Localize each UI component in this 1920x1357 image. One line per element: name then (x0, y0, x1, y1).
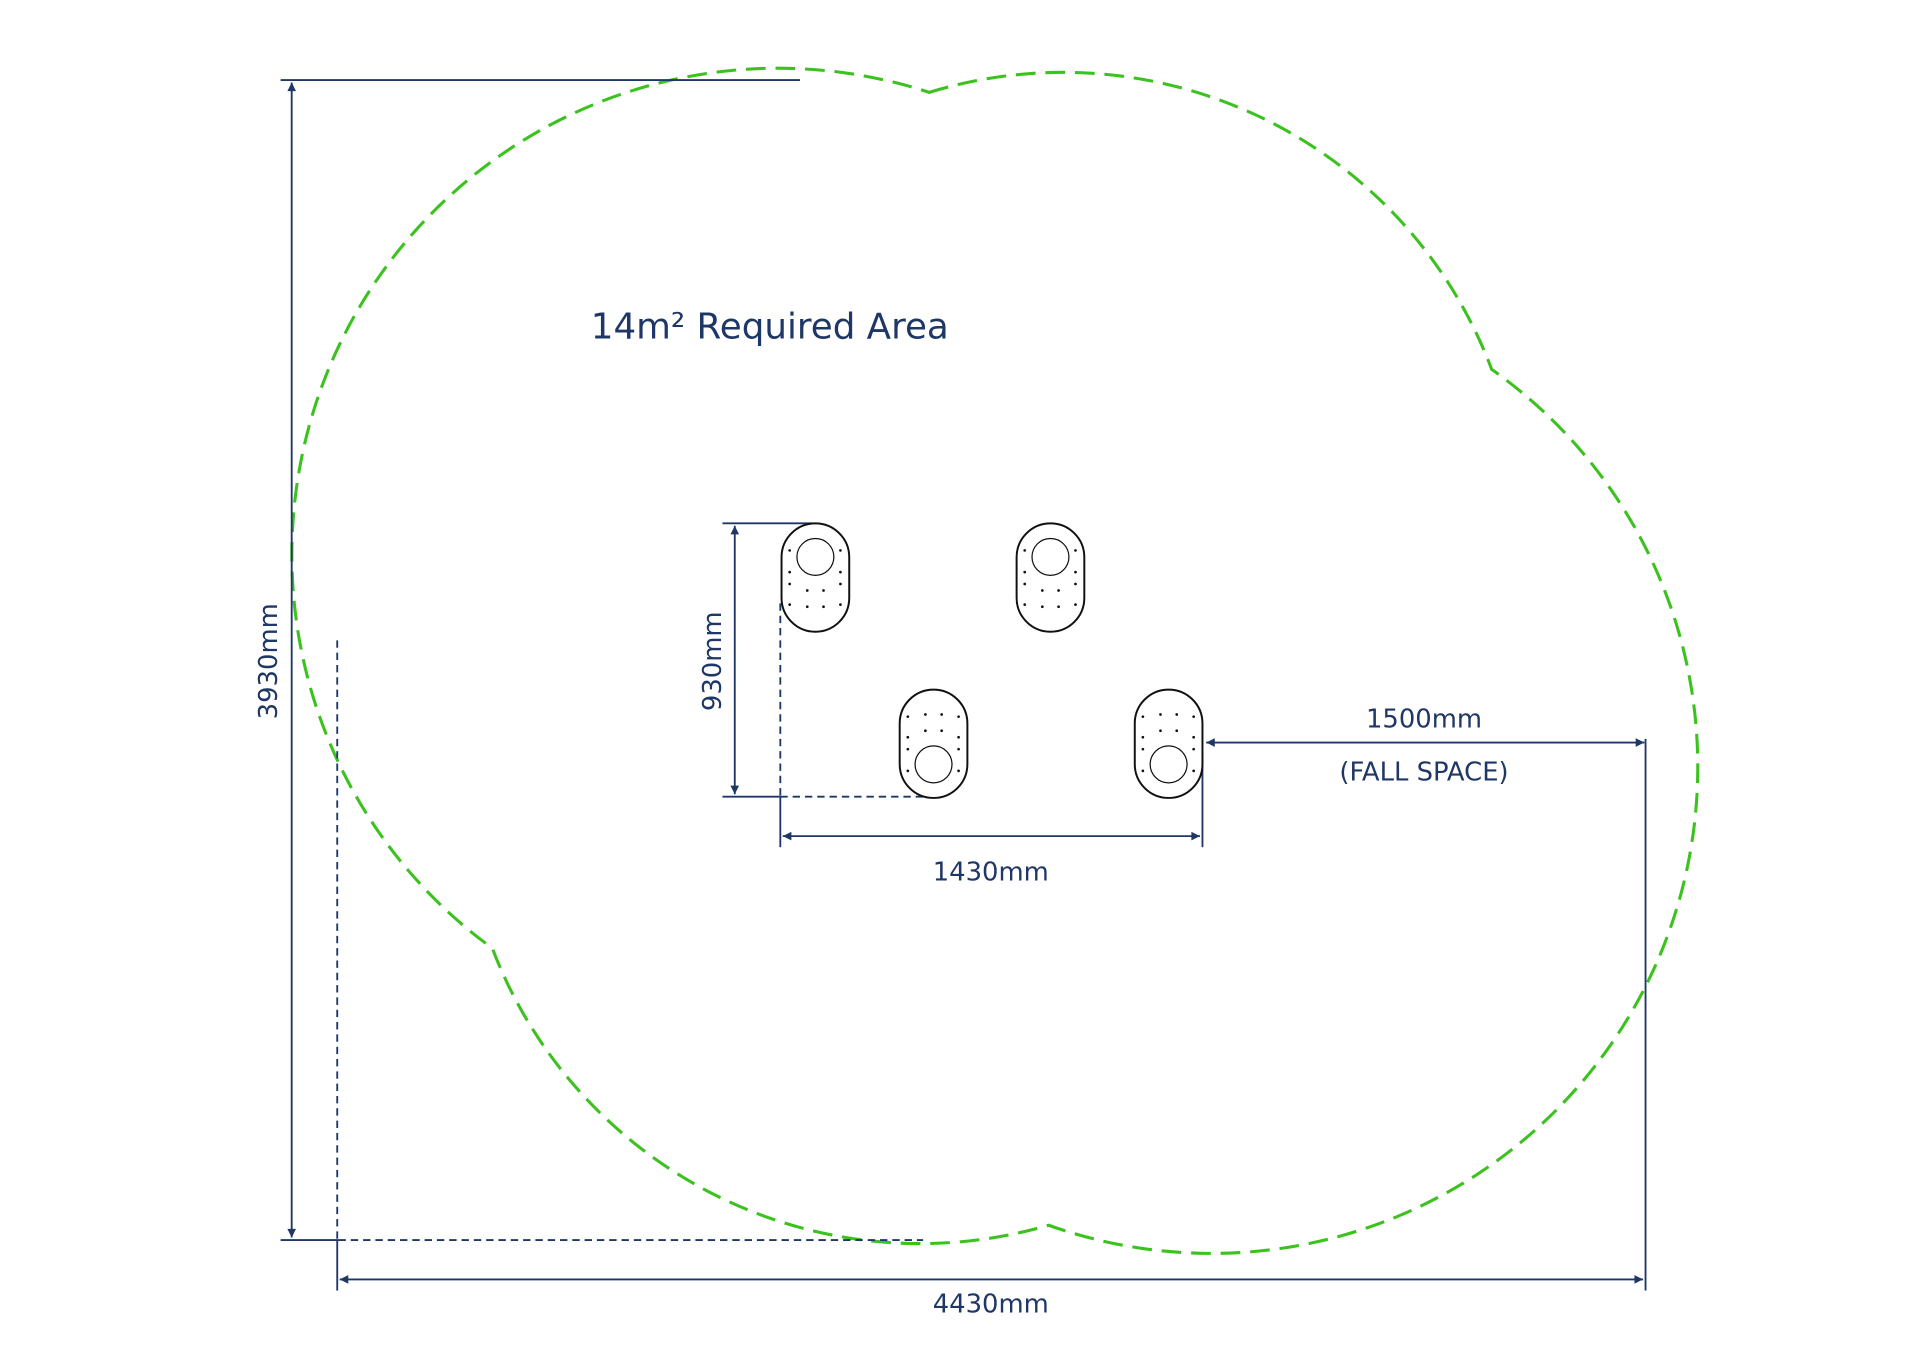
hand-hold-circle (1031, 537, 1070, 577)
grip-dot (1141, 747, 1145, 751)
grip-dot (1159, 713, 1162, 716)
stepping-stone (1133, 688, 1204, 799)
stone-outline (780, 522, 851, 633)
grip-dot (1192, 769, 1196, 773)
hand-hold-circle (796, 537, 835, 577)
area-title: 14m² Required Area (591, 307, 949, 348)
grip-dot (957, 747, 960, 751)
fall-space-value-label: 1500mm (1366, 705, 1482, 735)
grip-dot (839, 549, 842, 552)
stepping-stone (898, 688, 969, 799)
grip-dot (906, 715, 910, 719)
stone-outline (1015, 522, 1086, 633)
fall-space-label: (FALL SPACE) (1339, 758, 1508, 788)
stone-outline (898, 688, 969, 799)
hand-hold-circle (1149, 745, 1188, 784)
grip-dot (1175, 729, 1179, 733)
grip-dot (924, 713, 927, 716)
grip-dot (788, 582, 792, 586)
grip-dot (957, 715, 960, 719)
stone-outline (1133, 688, 1204, 799)
grip-dot (788, 549, 792, 552)
grip-dot (1023, 582, 1027, 586)
grip-dot (1074, 549, 1077, 552)
grip-dot (1040, 589, 1044, 592)
grip-dot (957, 769, 960, 773)
grip-dot (1023, 570, 1027, 574)
grip-dot (1023, 549, 1027, 552)
height-label: 3930mm (254, 603, 284, 719)
grip-dot (1141, 715, 1145, 719)
grip-dot (1192, 715, 1196, 719)
grip-dot (1192, 747, 1196, 751)
grip-dot (906, 735, 910, 739)
grip-dot (1057, 589, 1060, 592)
grip-dot (839, 570, 842, 574)
grip-dot (906, 747, 910, 751)
grip-dot (1074, 582, 1077, 586)
stone-depth-label: 930mm (698, 611, 728, 711)
grip-dot (1074, 570, 1077, 574)
grip-dot (788, 570, 792, 574)
grip-dot (940, 713, 944, 716)
stepping-stones (780, 522, 1204, 799)
grip-dot (1192, 735, 1196, 739)
grip-dot (822, 605, 825, 609)
grip-dot (1141, 769, 1145, 773)
hand-hold-circle (914, 745, 953, 784)
grip-dot (1074, 603, 1077, 606)
grip-dot (940, 729, 944, 733)
grip-dot (1057, 605, 1060, 609)
grip-dot (957, 735, 960, 739)
grip-dot (839, 603, 842, 606)
grip-dot (805, 605, 809, 609)
stone-span-label: 1430mm (933, 857, 1049, 887)
grip-dot (788, 603, 792, 606)
grip-dot (805, 589, 809, 592)
grip-dot (1141, 735, 1145, 739)
grip-dot (1040, 605, 1044, 609)
grip-dot (822, 589, 825, 592)
grip-dot (839, 582, 842, 586)
grip-dot (1023, 603, 1027, 606)
grip-dot (1175, 713, 1179, 716)
width-label: 4430mm (933, 1290, 1049, 1320)
stepping-stone (780, 522, 851, 633)
grip-dot (1159, 729, 1162, 733)
stepping-stone (1015, 522, 1086, 633)
grip-dot (906, 769, 910, 773)
grip-dot (924, 729, 927, 733)
required-area-boundary (290, 66, 1700, 1255)
